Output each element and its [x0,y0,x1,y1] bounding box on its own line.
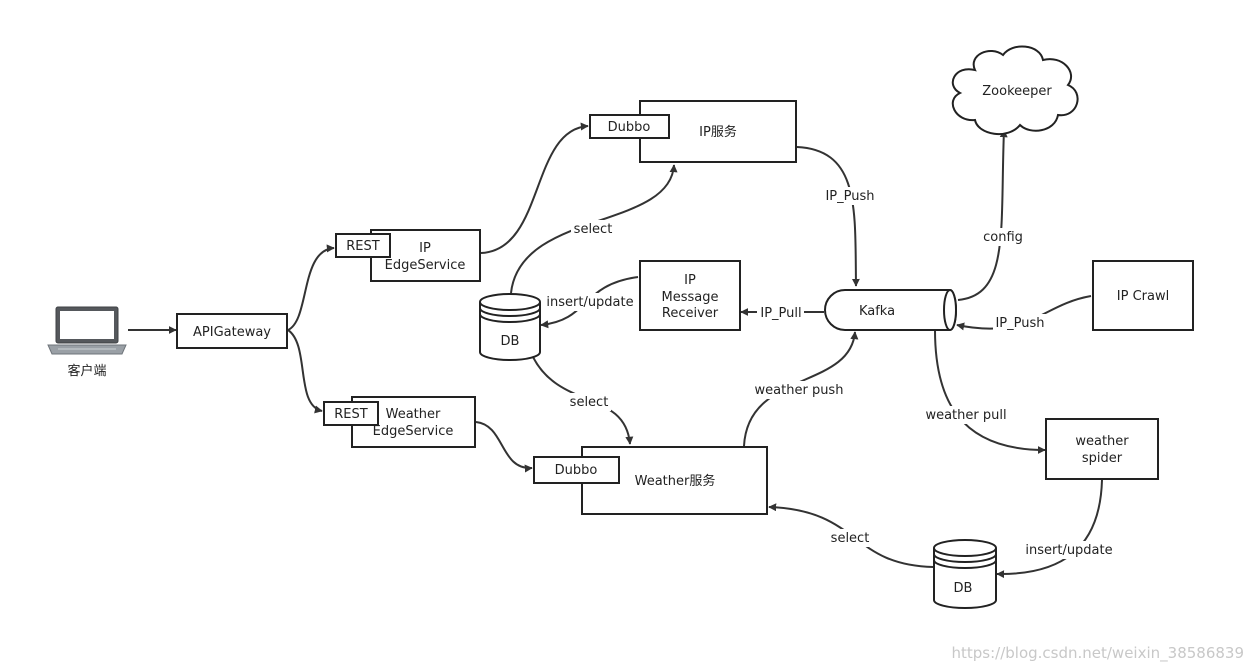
zookeeper-label: Zookeeper [982,84,1052,99]
spider-label-line1: weather [1075,434,1129,449]
dubbo-ip-label: Dubbo [608,120,651,135]
db-left-label: DB [501,334,520,349]
label-insert-update-right: insert/update [1025,543,1112,558]
edge-ip-edge-to-dubbo [480,122,589,254]
weather-edge-label-line2: EdgeService [373,424,454,439]
client-label: 客户端 [67,363,106,379]
db-right-node: DB [933,539,997,609]
label-config: config [983,230,1023,245]
rest-ip-label: REST [346,239,379,254]
rest-weather-label: REST [334,407,367,422]
edge-kafka-to-spider [934,329,1046,454]
label-insert-update-left: insert/update [546,295,633,310]
laptop-icon [47,306,127,355]
label-select-weather: select [570,395,609,410]
label-select-ip: select [574,222,613,237]
ip-service-label: IP服务 [699,124,737,140]
spider-label-line2: spider [1082,451,1123,466]
label-ip-push-service: IP_Push [825,189,874,204]
edge-labels: select insert/update select IP_Push IP_P… [545,187,1116,559]
label-select-weather-db: select [831,531,870,546]
weather-spider-node: weather spider [1045,418,1159,480]
ip-edge-service-node: IP EdgeService REST [335,229,481,282]
kafka-node: Kafka [824,289,957,331]
receiver-label-line3: Receiver [662,306,719,321]
receiver-label-line2: Message [662,290,719,305]
weather-service-node: Weather服务 Dubbo [533,446,768,515]
edge-spider-to-db [996,479,1103,579]
label-weather-push: weather push [755,383,844,398]
weather-edge-service-node: Weather EdgeService REST [323,396,476,448]
db-left-node: DB [479,293,541,361]
ip-service-node: IP服务 Dubbo [589,100,797,163]
edge-ip-service-to-kafka [796,146,860,287]
receiver-label-line1: IP [684,273,696,288]
ip-edge-label-line2: EdgeService [385,258,466,273]
api-gateway-node: APIGateway [176,313,288,349]
label-ip-push-crawl: IP_Push [995,316,1044,331]
ip-edge-label-line1: IP [419,241,431,256]
edge-kafka-to-zookeeper [957,129,1008,301]
ip-message-receiver-node: IP Message Receiver [639,260,741,331]
kafka-label: Kafka [859,304,895,319]
label-weather-pull: weather pull [925,408,1006,423]
weather-edge-label-line1: Weather [386,407,441,422]
edge-gateway-to-rest-ip [287,244,335,331]
dubbo-weather-label: Dubbo [555,463,598,478]
label-ip-pull: IP_Pull [760,306,801,321]
ip-crawl-node: IP Crawl [1092,260,1194,331]
watermark: https://blog.csdn.net/weixin_38586839 [951,644,1244,663]
zookeeper-node: Zookeeper [951,45,1079,136]
api-gateway-label: APIGateway [193,325,271,340]
edge-weather-edge-to-dubbo [475,421,533,473]
db-right-label: DB [954,581,973,596]
ip-crawl-label: IP Crawl [1117,289,1169,304]
edge-gateway-to-rest-weather [287,329,323,414]
client-node: 客户端 [47,306,127,379]
weather-service-label: Weather服务 [635,473,716,489]
